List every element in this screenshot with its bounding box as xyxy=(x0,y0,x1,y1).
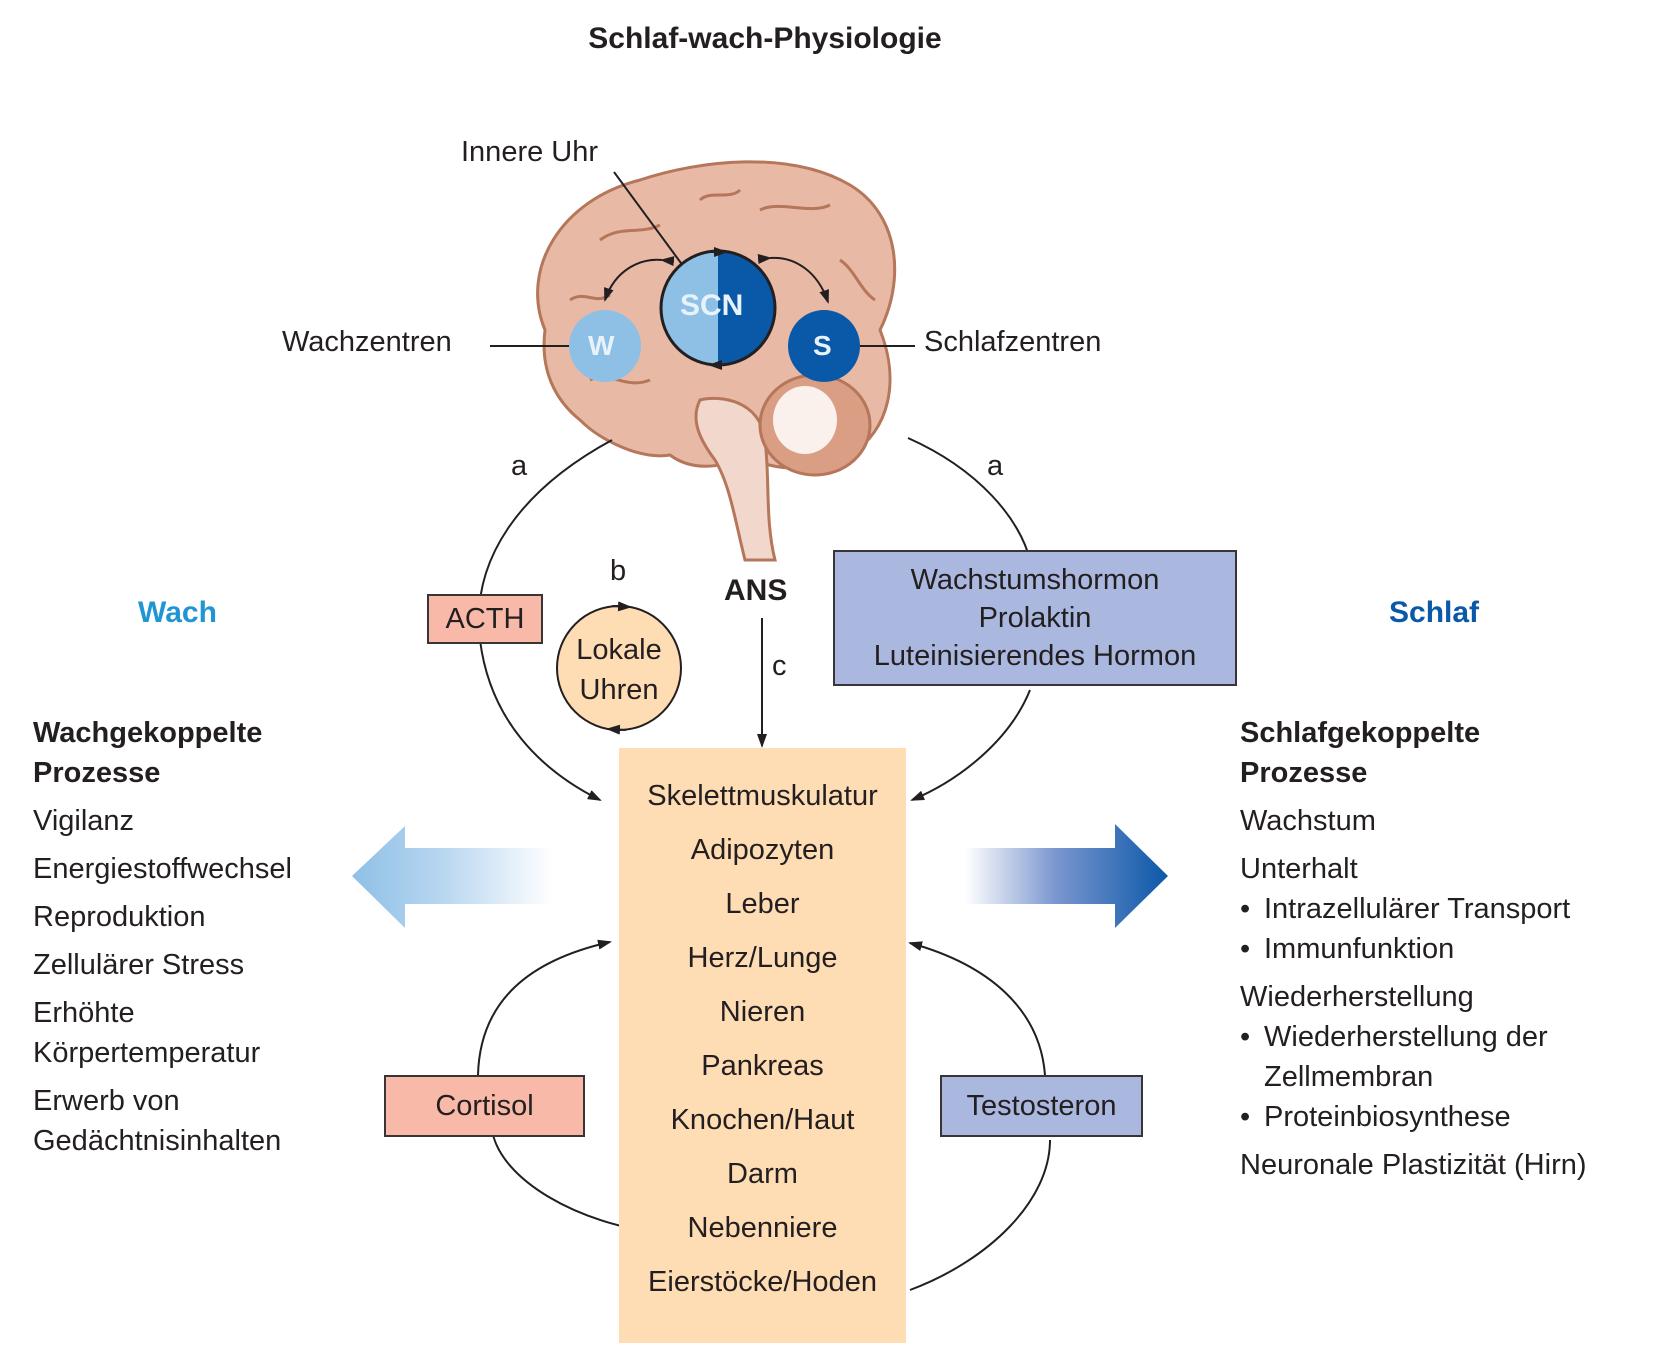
diagram-title: Schlaf-wach-Physiologie xyxy=(588,22,942,55)
wake-processes: Wachgekoppelte Prozesse Vigilanz Energie… xyxy=(33,713,292,1161)
organ-item: Adipozyten xyxy=(690,834,835,866)
brainstem xyxy=(694,396,777,562)
organ-item: Nebenniere xyxy=(687,1212,838,1244)
scn-s-arrow xyxy=(757,253,829,304)
cerebellum-arbor xyxy=(773,386,837,454)
sleep-hormone-item: Luteinisierendes Hormon xyxy=(873,640,1197,672)
wake-processes-title-line: Wachgekoppelte xyxy=(33,717,263,749)
sleep-heading: Schlaf xyxy=(1389,596,1480,629)
wake-processes-title: Wachgekoppelte Prozesse xyxy=(33,713,292,793)
sleep-process-bullet-line: Zellmembran xyxy=(1264,1061,1434,1093)
brain-gyri xyxy=(569,188,876,385)
sleep-process-item: Wiederherstellung xyxy=(1240,981,1474,1013)
pathway-a-left-label: a xyxy=(511,450,528,482)
acth-box: ACTH xyxy=(427,594,543,644)
sleep-process-bullet-line: Wiederherstellung der xyxy=(1264,1021,1548,1053)
w-node xyxy=(569,310,641,382)
organ-item: Eierstöcke/Hoden xyxy=(648,1266,877,1298)
wake-arrow xyxy=(352,826,553,928)
wake-centers-label: Wachzentren xyxy=(282,326,452,358)
wake-heading: Wach xyxy=(138,596,217,629)
testosterone-loop xyxy=(910,943,1051,1291)
sleep-process-item: Neuronale Plastizität (Hirn) xyxy=(1240,1149,1587,1181)
pathway-a-right-label: a xyxy=(987,450,1004,482)
target-organs-box: Skelettmuskulatur Adipozyten Leber Herz/… xyxy=(619,748,906,1343)
organ-item: Skelettmuskulatur xyxy=(647,780,878,812)
sleep-processes-title-line: Prozesse xyxy=(1240,757,1368,789)
wake-process-item: Erhöhte Körpertemperatur xyxy=(33,993,292,1073)
sleep-process-item: Wachstum xyxy=(1240,805,1376,837)
testosterone-label: Testosteron xyxy=(966,1090,1117,1122)
wake-process-item: Vigilanz xyxy=(33,805,135,837)
sleep-processes-title: Schlafgekoppelte Prozesse xyxy=(1240,713,1587,793)
sleep-centers-label: Schlafzentren xyxy=(924,326,1102,358)
inner-clock-label: Innere Uhr xyxy=(461,136,599,168)
organ-item: Nieren xyxy=(719,996,806,1028)
ans-label: ANS xyxy=(724,574,788,607)
sleep-process-bullet: Intrazellulärer Transport xyxy=(1240,889,1587,929)
local-clocks-line-2: Uhren xyxy=(579,674,659,706)
sleep-hormones-box: Wachstumshormon Prolaktin Luteinisierend… xyxy=(833,550,1237,686)
scn-label: SCN xyxy=(680,289,744,322)
sleep-hormone-item: Prolaktin xyxy=(978,602,1092,634)
scn-w-arrow xyxy=(604,256,675,302)
s-node xyxy=(788,310,860,382)
sleep-processes-title-line: Schlafgekoppelte xyxy=(1240,717,1481,749)
sleep-hormone-item: Wachstumshormon xyxy=(910,564,1160,596)
sleep-processes: Schlafgekoppelte Prozesse Wachstum Unter… xyxy=(1240,713,1587,1185)
wake-process-item: Energiestoffwechsel xyxy=(33,853,293,885)
local-clocks-node xyxy=(556,601,682,735)
wake-process-line: Erhöhte xyxy=(33,997,135,1029)
wake-process-line: Körpertemperatur xyxy=(33,1037,261,1069)
inner-clock-pointer xyxy=(613,171,693,279)
acth-label: ACTH xyxy=(445,603,525,635)
local-clocks-line-1: Lokale xyxy=(576,634,662,666)
pathway-c-label: c xyxy=(772,650,787,682)
local-clocks-label: Lokale Uhren xyxy=(569,630,669,710)
sleep-process-item: Unterhalt xyxy=(1240,853,1358,885)
s-label: S xyxy=(813,330,832,361)
w-label: W xyxy=(588,330,615,361)
testosterone-box: Testosteron xyxy=(940,1075,1143,1137)
organ-item: Darm xyxy=(727,1158,798,1190)
sleep-process-bullet: Wiederherstellung der Zellmembran xyxy=(1240,1017,1587,1097)
organ-item: Pankreas xyxy=(701,1050,824,1082)
organ-item: Knochen/Haut xyxy=(670,1104,855,1136)
wake-process-line: Erwerb von xyxy=(33,1085,180,1117)
cortisol-box: Cortisol xyxy=(384,1075,585,1137)
organ-item: Herz/Lunge xyxy=(687,942,838,974)
wake-process-item: Zellulärer Stress xyxy=(33,949,245,981)
wake-process-line: Gedächtnisinhalten xyxy=(33,1125,282,1157)
wake-process-item: Reproduktion xyxy=(33,901,206,933)
organ-item: Leber xyxy=(725,888,800,920)
cortisol-label: Cortisol xyxy=(435,1090,534,1122)
sleep-process-bullet: Proteinbiosynthese xyxy=(1240,1097,1587,1137)
wake-processes-title-line: Prozesse xyxy=(33,757,161,789)
pathway-b-label: b xyxy=(610,555,627,587)
wake-process-item: Erwerb von Gedächtnisinhalten xyxy=(33,1081,292,1161)
pathway-a-right xyxy=(908,437,1031,800)
sleep-arrow xyxy=(965,824,1168,928)
sleep-process-bullet: Immunfunktion xyxy=(1240,929,1587,969)
